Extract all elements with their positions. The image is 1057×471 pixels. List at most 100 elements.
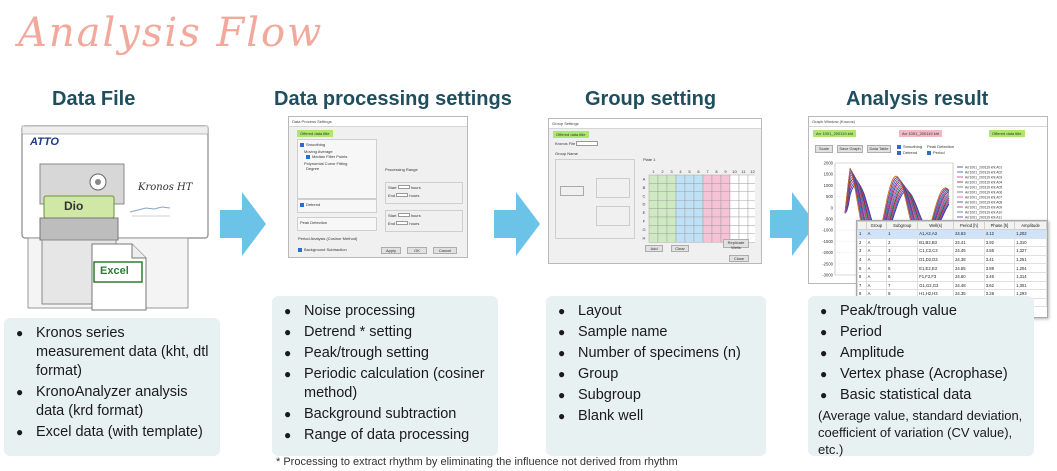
plate-well[interactable] [648, 183, 659, 192]
plate-well[interactable] [738, 225, 749, 235]
plate-well[interactable] [693, 225, 704, 235]
plate-well[interactable] [720, 200, 731, 209]
median-filter-option[interactable]: Median Filter [312, 154, 336, 159]
plate-well[interactable] [693, 191, 704, 201]
plate-well[interactable] [657, 225, 668, 235]
plate-well[interactable] [720, 225, 731, 235]
plate-well[interactable] [711, 233, 722, 243]
file-tab-1[interactable]: Arr 1001_200119.kht [813, 130, 857, 137]
plate-well[interactable] [648, 216, 659, 226]
plate-well[interactable] [684, 225, 695, 235]
plate-well[interactable] [693, 183, 704, 192]
plate-well[interactable] [702, 225, 713, 235]
add-button[interactable]: Add [645, 245, 663, 252]
close-button[interactable]: Close [729, 255, 749, 262]
plate-well[interactable] [648, 225, 659, 235]
plate-well[interactable] [684, 200, 695, 209]
plate-well[interactable] [711, 200, 722, 209]
table-header[interactable]: Group [865, 221, 888, 230]
scale-button[interactable]: Scale [815, 145, 833, 153]
background-checkbox[interactable]: Background Subtraction [304, 247, 347, 252]
plate-well[interactable] [684, 208, 695, 218]
plate-well[interactable] [720, 208, 731, 218]
plate-well[interactable] [738, 216, 749, 226]
peak-detection-checkbox[interactable]: Peak Detection [927, 144, 955, 149]
plate-well[interactable] [684, 174, 695, 184]
moving-average-option[interactable]: Moving Average [304, 149, 333, 154]
plate-well[interactable] [702, 200, 713, 209]
peak-detection-checkbox[interactable]: Peak Detection [300, 220, 328, 225]
cancel-button[interactable]: Cancel [433, 247, 457, 254]
smoothing-checkbox[interactable]: Smoothing [903, 144, 923, 149]
plate-well[interactable] [720, 174, 731, 184]
plate-well[interactable] [711, 208, 722, 218]
plate-well[interactable] [666, 174, 677, 184]
table-header[interactable]: Period [h] [953, 221, 985, 230]
plate-well[interactable] [702, 183, 713, 192]
plate-well[interactable] [657, 200, 668, 209]
plate-well[interactable] [675, 174, 686, 184]
plate-well[interactable] [729, 208, 740, 218]
kronos-file-select[interactable] [576, 141, 599, 147]
plate-well[interactable] [747, 216, 755, 226]
table-header[interactable]: Subgroup [886, 221, 919, 230]
plate-well[interactable] [684, 233, 695, 243]
plate-well[interactable] [693, 200, 704, 209]
plate-well[interactable] [702, 191, 713, 201]
clear-button[interactable]: Clear [671, 245, 689, 252]
plate-well[interactable] [720, 183, 731, 192]
plate-well[interactable] [747, 200, 755, 209]
plate-well[interactable] [648, 200, 659, 209]
plate-well[interactable] [675, 208, 686, 218]
replicate-button[interactable]: Replicate Wells [723, 239, 749, 250]
plate-well[interactable] [666, 200, 677, 209]
plate-well[interactable] [666, 183, 677, 192]
plate-well[interactable] [702, 208, 713, 218]
plate-well[interactable] [693, 208, 704, 218]
data-table-button[interactable]: Data Table [867, 145, 891, 153]
plate-well[interactable] [729, 174, 740, 184]
save-graph-button[interactable]: Save Graph [837, 145, 863, 153]
plate-well[interactable] [711, 191, 722, 201]
plate-well[interactable] [666, 225, 677, 235]
plate-well[interactable] [648, 174, 659, 184]
plate-well[interactable] [702, 233, 713, 243]
file-tab-3[interactable]: Offered data title [989, 130, 1025, 137]
plate-well[interactable] [693, 174, 704, 184]
detrend-checkbox[interactable]: Detrend [306, 202, 321, 207]
table-header[interactable] [857, 221, 867, 230]
plate-well[interactable] [657, 216, 668, 226]
plate-well[interactable] [729, 191, 740, 201]
plate-well[interactable] [711, 225, 722, 235]
plate-well[interactable] [711, 183, 722, 192]
plate-well[interactable] [747, 191, 755, 201]
period-checkbox[interactable]: Period [933, 150, 945, 155]
plate-well[interactable] [648, 191, 659, 201]
table-header[interactable]: Phase [h] [983, 221, 1016, 230]
plate-well[interactable] [648, 208, 659, 218]
plate-well[interactable] [738, 174, 749, 184]
plate-well[interactable] [684, 216, 695, 226]
apply-button[interactable]: Apply [381, 247, 401, 254]
plate-well[interactable] [738, 208, 749, 218]
plate-well[interactable] [711, 216, 722, 226]
plate-well[interactable] [675, 183, 686, 192]
plate-well[interactable] [693, 216, 704, 226]
plate-well[interactable] [675, 191, 686, 201]
plate-well[interactable] [675, 233, 686, 243]
plate-well[interactable] [684, 183, 695, 192]
plate-well[interactable] [720, 216, 731, 226]
plate-well[interactable] [648, 233, 659, 243]
table-header[interactable]: Well(s) [917, 221, 955, 230]
plate-well[interactable] [693, 233, 704, 243]
plate-well[interactable] [675, 200, 686, 209]
plate-well[interactable] [666, 216, 677, 226]
plate-well[interactable] [747, 233, 755, 243]
detrend-checkbox[interactable]: Detrend [903, 150, 918, 155]
plate-well[interactable] [666, 208, 677, 218]
